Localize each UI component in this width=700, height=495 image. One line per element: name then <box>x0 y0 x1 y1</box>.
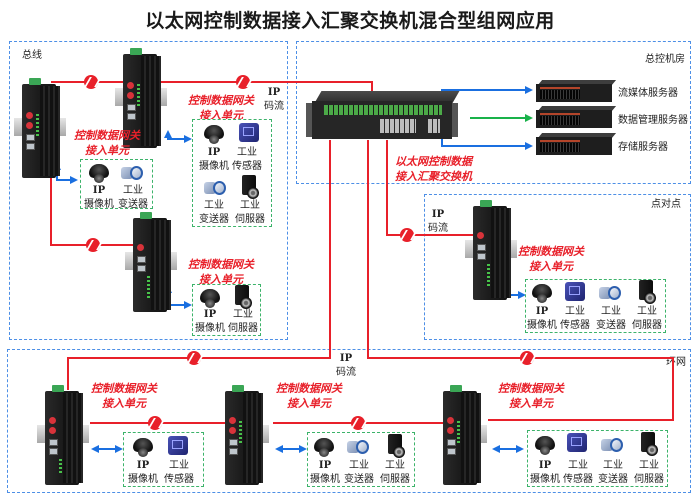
industrial-servo-icon[interactable] <box>637 432 661 456</box>
ip-camera-icon[interactable] <box>533 434 557 456</box>
switch-label: 以太网控制数据 接入汇聚交换机 <box>395 155 472 183</box>
industrial-sensor-icon[interactable] <box>563 281 587 303</box>
industrial-transmitter-icon[interactable] <box>203 177 227 199</box>
fiber-optic-icon <box>351 416 365 430</box>
gateway-label: 控制数据网关接入单元 <box>74 129 140 157</box>
industrial-servo-icon[interactable] <box>231 285 255 309</box>
zone-ring <box>7 349 691 493</box>
zone-bus-label: 总线 <box>22 50 42 61</box>
industrial-servo-icon[interactable] <box>238 175 262 199</box>
gateway-point-to-point[interactable] <box>465 200 517 300</box>
sensor-label: 工业传感器 <box>560 306 590 331</box>
fiber-optic-icon <box>400 228 414 242</box>
fiber-link <box>386 140 476 236</box>
gateway-label: 控制数据网关接入单元 <box>91 382 157 410</box>
gateway-label: 控制数据网关接入单元 <box>498 382 564 410</box>
gateway-ring-2[interactable] <box>225 385 269 485</box>
servo-label: 工业伺服器 <box>634 460 664 485</box>
zone-control-room-label: 总控机房 <box>645 54 685 65</box>
transmitter-label: 工业变送器 <box>344 460 374 485</box>
gateway-bus-2[interactable] <box>115 48 167 148</box>
server-storage-label: 存储服务器 <box>618 142 668 153</box>
sensor-label: 工业传感器 <box>164 460 194 485</box>
fiber-link <box>367 140 674 421</box>
zone-point-to-point <box>424 194 691 340</box>
industrial-transmitter-icon[interactable] <box>598 282 622 304</box>
gateway-label: 控制数据网关接入单元 <box>188 258 254 286</box>
sensor-label: 工业传感器 <box>563 460 593 485</box>
industrial-transmitter-icon[interactable] <box>120 162 144 184</box>
gateway-label: 控制数据网关接入单元 <box>518 245 584 273</box>
servo-label: 工业伺服器 <box>380 460 410 485</box>
zone-point-to-point-label: 点对点 <box>651 199 681 210</box>
gateway-label: 控制数据网关接入单元 <box>276 382 342 410</box>
servo-label: 工业伺服器 <box>632 306 662 331</box>
fiber-optic-icon <box>187 351 201 365</box>
aggregation-switch[interactable] <box>306 91 460 143</box>
servo-label: 工业伺服器 <box>235 200 265 225</box>
ip-camera-icon[interactable] <box>131 436 155 458</box>
industrial-transmitter-icon[interactable] <box>600 434 624 456</box>
ip-camera-icon[interactable] <box>198 287 222 309</box>
ip-camera-icon[interactable] <box>312 436 336 458</box>
transmitter-label: 工业变送器 <box>118 185 148 210</box>
arrow-head <box>525 114 533 122</box>
ip-camera-icon[interactable] <box>87 162 111 184</box>
fiber-optic-icon <box>148 416 162 430</box>
transmitter-label: 工业变送器 <box>598 460 628 485</box>
fiber-optic-icon <box>86 238 100 252</box>
gateway-ring-1[interactable] <box>37 385 89 485</box>
transmitter-label: 工业变送器 <box>199 200 229 225</box>
server-link-storage <box>441 136 525 147</box>
industrial-servo-icon[interactable] <box>635 280 659 304</box>
gateway-bus-3[interactable] <box>125 212 177 312</box>
fiber-optic-icon <box>520 351 534 365</box>
zone-ring-label: 环网 <box>666 357 686 368</box>
industrial-sensor-icon[interactable] <box>237 122 261 144</box>
sensor-label: 工业传感器 <box>232 147 262 172</box>
ip-camera-icon[interactable] <box>530 282 554 304</box>
industrial-servo-icon[interactable] <box>384 434 408 458</box>
fiber-optic-icon <box>84 75 98 89</box>
server-data-management-label: 数据管理服务器 <box>618 115 688 126</box>
zone-bus <box>9 41 288 340</box>
server-storage[interactable] <box>536 133 617 157</box>
server-data-management[interactable] <box>536 106 617 130</box>
servo-label: 工业伺服器 <box>228 309 258 334</box>
gateway-bus-1[interactable] <box>14 78 66 178</box>
server-streaming[interactable] <box>536 80 617 104</box>
arrow-head <box>525 142 533 150</box>
gateway-ring-3[interactable] <box>443 385 487 485</box>
transmitter-label: 工业变送器 <box>596 306 626 331</box>
diagram-title: 以太网控制数据接入汇聚交换机混合型组网应用 <box>145 10 555 32</box>
fiber-link <box>50 160 140 246</box>
zone-control-room <box>296 41 691 184</box>
industrial-transmitter-icon[interactable] <box>346 436 370 458</box>
industrial-sensor-icon[interactable] <box>166 435 190 457</box>
arrow-head <box>525 86 533 94</box>
gateway-label: 控制数据网关接入单元 <box>188 94 254 122</box>
industrial-sensor-icon[interactable] <box>565 432 589 454</box>
fiber-optic-icon <box>236 75 250 89</box>
ip-camera-icon[interactable] <box>202 123 226 145</box>
server-streaming-label: 流媒体服务器 <box>618 88 678 99</box>
